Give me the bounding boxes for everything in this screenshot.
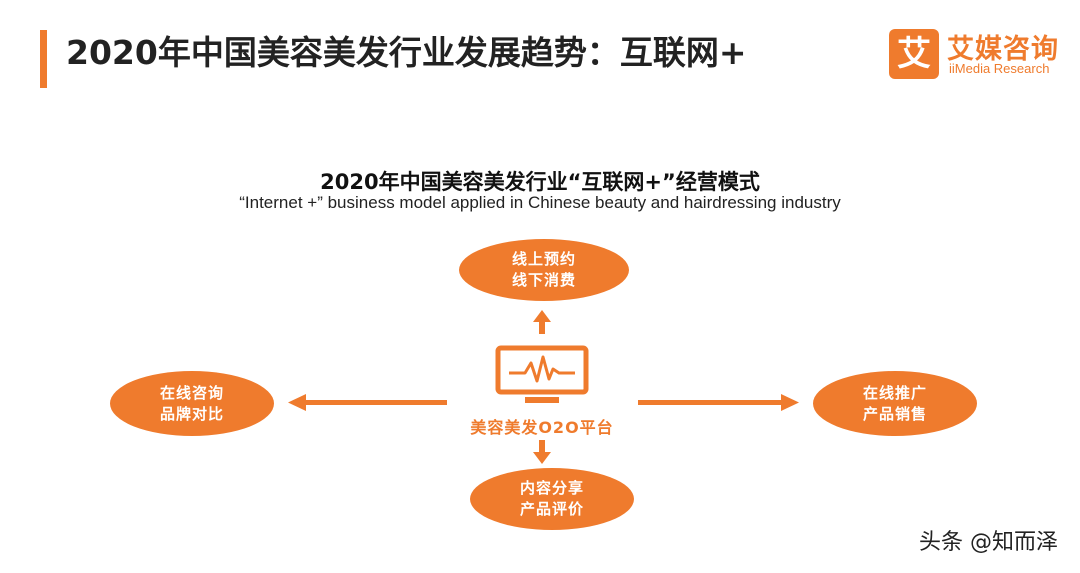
node-online-consult: 在线咨询 品牌对比 [110, 371, 274, 436]
hub-label: 美容美发O2O平台 [470, 418, 614, 437]
logo-mark-icon: 艾 [889, 29, 939, 79]
node-line: 品牌对比 [159, 404, 224, 423]
node-online-promotion: 在线推广 产品销售 [813, 371, 977, 436]
node-content-sharing: 内容分享 产品评价 [470, 468, 634, 530]
node-line: 产品评价 [519, 500, 584, 518]
monitor-pulse-icon [495, 345, 589, 403]
logo-subtitle: iiMedia Research [949, 61, 1050, 76]
node-line: 在线推广 [862, 383, 927, 402]
logo-name: 艾媒咨询 [947, 34, 1059, 65]
arrow-right-icon [638, 394, 799, 411]
slide-title: 2020年中国美容美发行业发展趋势：互联网+ [66, 33, 747, 72]
arrow-up-icon [533, 310, 551, 334]
node-line: 线下消费 [511, 271, 576, 289]
iimedia-logo: 艾 艾媒咨询 iiMedia Research [889, 29, 1069, 81]
node-online-booking: 线上预约 线下消费 [459, 239, 629, 301]
arrow-left-icon [288, 394, 447, 411]
diagram-subtitle: “Internet +” business model applied in C… [239, 193, 841, 212]
title-accent-bar [40, 30, 47, 88]
diagram-title: 2020年中国美容美发行业“互联网+”经营模式 [320, 170, 760, 194]
arrow-down-icon [533, 440, 551, 464]
node-line: 线上预约 [511, 250, 576, 268]
source-watermark: 头条 @知而泽 [919, 530, 1058, 555]
node-line: 在线咨询 [159, 383, 224, 402]
node-line: 内容分享 [519, 479, 584, 497]
node-line: 产品销售 [862, 404, 927, 423]
